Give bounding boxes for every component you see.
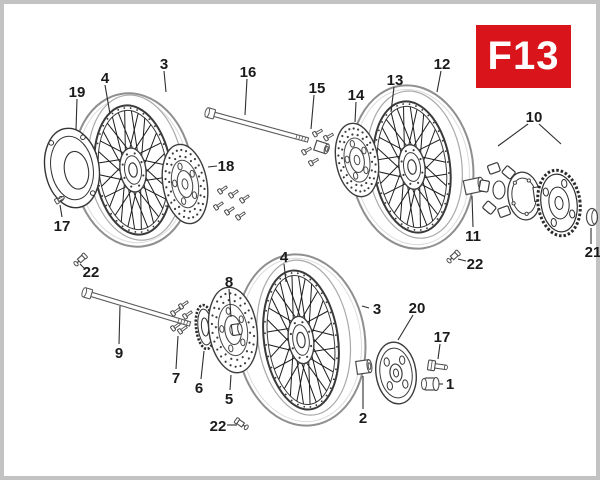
callout-label-4: 4 [101,70,110,87]
disc-bolt [182,310,193,320]
disc-bolt [213,201,224,211]
callout-17: 17 [54,204,71,235]
callout-22: 22 [210,418,237,435]
callout-3: 3 [160,56,168,93]
callout-11: 11 [465,195,481,245]
callout-label-20: 20 [409,300,426,317]
callout-label-4: 4 [280,249,289,266]
callout-label-2: 2 [359,410,367,427]
fastener [312,128,324,138]
callout-label-3: 3 [373,301,381,318]
disc-bolt [178,300,189,310]
callout-label-10: 10 [526,109,543,126]
hex-bolt [426,359,448,372]
disc-bolt [217,185,228,195]
callout-label-17: 17 [434,329,451,346]
tire-valve [233,417,249,431]
disc-bolt [170,322,181,332]
front-wheel-assembly [72,92,194,248]
callout-20: 20 [397,300,426,341]
lower-brake-disc [207,286,259,374]
callout-label-21: 21 [585,244,600,261]
hub-cover [375,341,417,405]
callout-19: 19 [69,84,86,131]
tire-valve [73,252,88,267]
callout-1: 1 [439,376,454,393]
callout-18: 18 [207,158,235,175]
rear-brake-disc [334,122,380,198]
callout-4: 4 [101,70,111,115]
callout-label-22: 22 [467,256,484,273]
callout-label-19: 19 [69,84,86,101]
callout-16: 16 [240,64,257,116]
callout-3: 3 [361,301,381,318]
callout-4: 4 [280,249,289,283]
callout-8: 8 [225,274,233,318]
axle-nut [421,376,440,392]
callout-10: 10 [497,109,562,147]
callout-label-14: 14 [348,87,365,104]
callout-label-7: 7 [172,370,180,387]
callout-17: 17 [434,329,451,360]
callout-12: 12 [434,56,451,93]
callout-label-13: 13 [387,72,404,89]
disc-bolt [224,206,235,216]
callout-label-9: 9 [115,345,123,362]
rear-sprocket [536,168,582,238]
callout-15: 15 [309,80,326,130]
tire-valve [446,249,461,264]
page-code-text: F13 [487,34,560,78]
front-brake-disc [161,143,209,225]
callout-2: 2 [359,376,367,427]
callout-22: 22 [457,256,484,273]
bearing-cap [585,207,599,227]
disc-bolt [235,211,246,221]
callout-7: 7 [172,335,180,387]
disc-bolt [239,194,250,204]
page-code-badge: F13 [476,25,571,88]
lower-wheel-assembly [235,253,367,427]
callout-label-16: 16 [240,64,257,81]
panel-screw-17 [54,195,66,205]
wheel-spacer-2 [354,358,373,376]
lower-axle [81,287,192,327]
fastener [308,157,320,167]
callout-label-15: 15 [309,80,326,97]
callout-5: 5 [225,374,233,408]
fastener [301,146,313,156]
disc-bolt [170,307,181,317]
callout-label-5: 5 [225,391,233,408]
callout-label-18: 18 [218,158,235,175]
disc-bolt [177,325,188,335]
callout-label-3: 3 [160,56,168,73]
callout-label-6: 6 [195,380,203,397]
callout-label-8: 8 [225,274,233,291]
callout-label-12: 12 [434,56,451,73]
callout-label-1: 1 [446,376,454,393]
cush-drive-dampers [478,162,520,218]
callout-13: 13 [387,72,404,113]
callout-label-22: 22 [210,418,227,435]
callout-21: 21 [585,228,600,261]
brake-panel [43,127,101,209]
disc-bolt [228,189,239,199]
callout-14: 14 [348,87,365,123]
callout-label-11: 11 [465,228,481,245]
axle-spacer-15 [312,139,330,155]
callout-9: 9 [115,305,123,362]
fastener [323,132,335,142]
front-axle [204,107,310,143]
callout-label-22: 22 [83,264,100,281]
callout-22: 22 [79,263,100,281]
callout-label-17: 17 [54,218,71,235]
callout-6: 6 [195,350,205,397]
